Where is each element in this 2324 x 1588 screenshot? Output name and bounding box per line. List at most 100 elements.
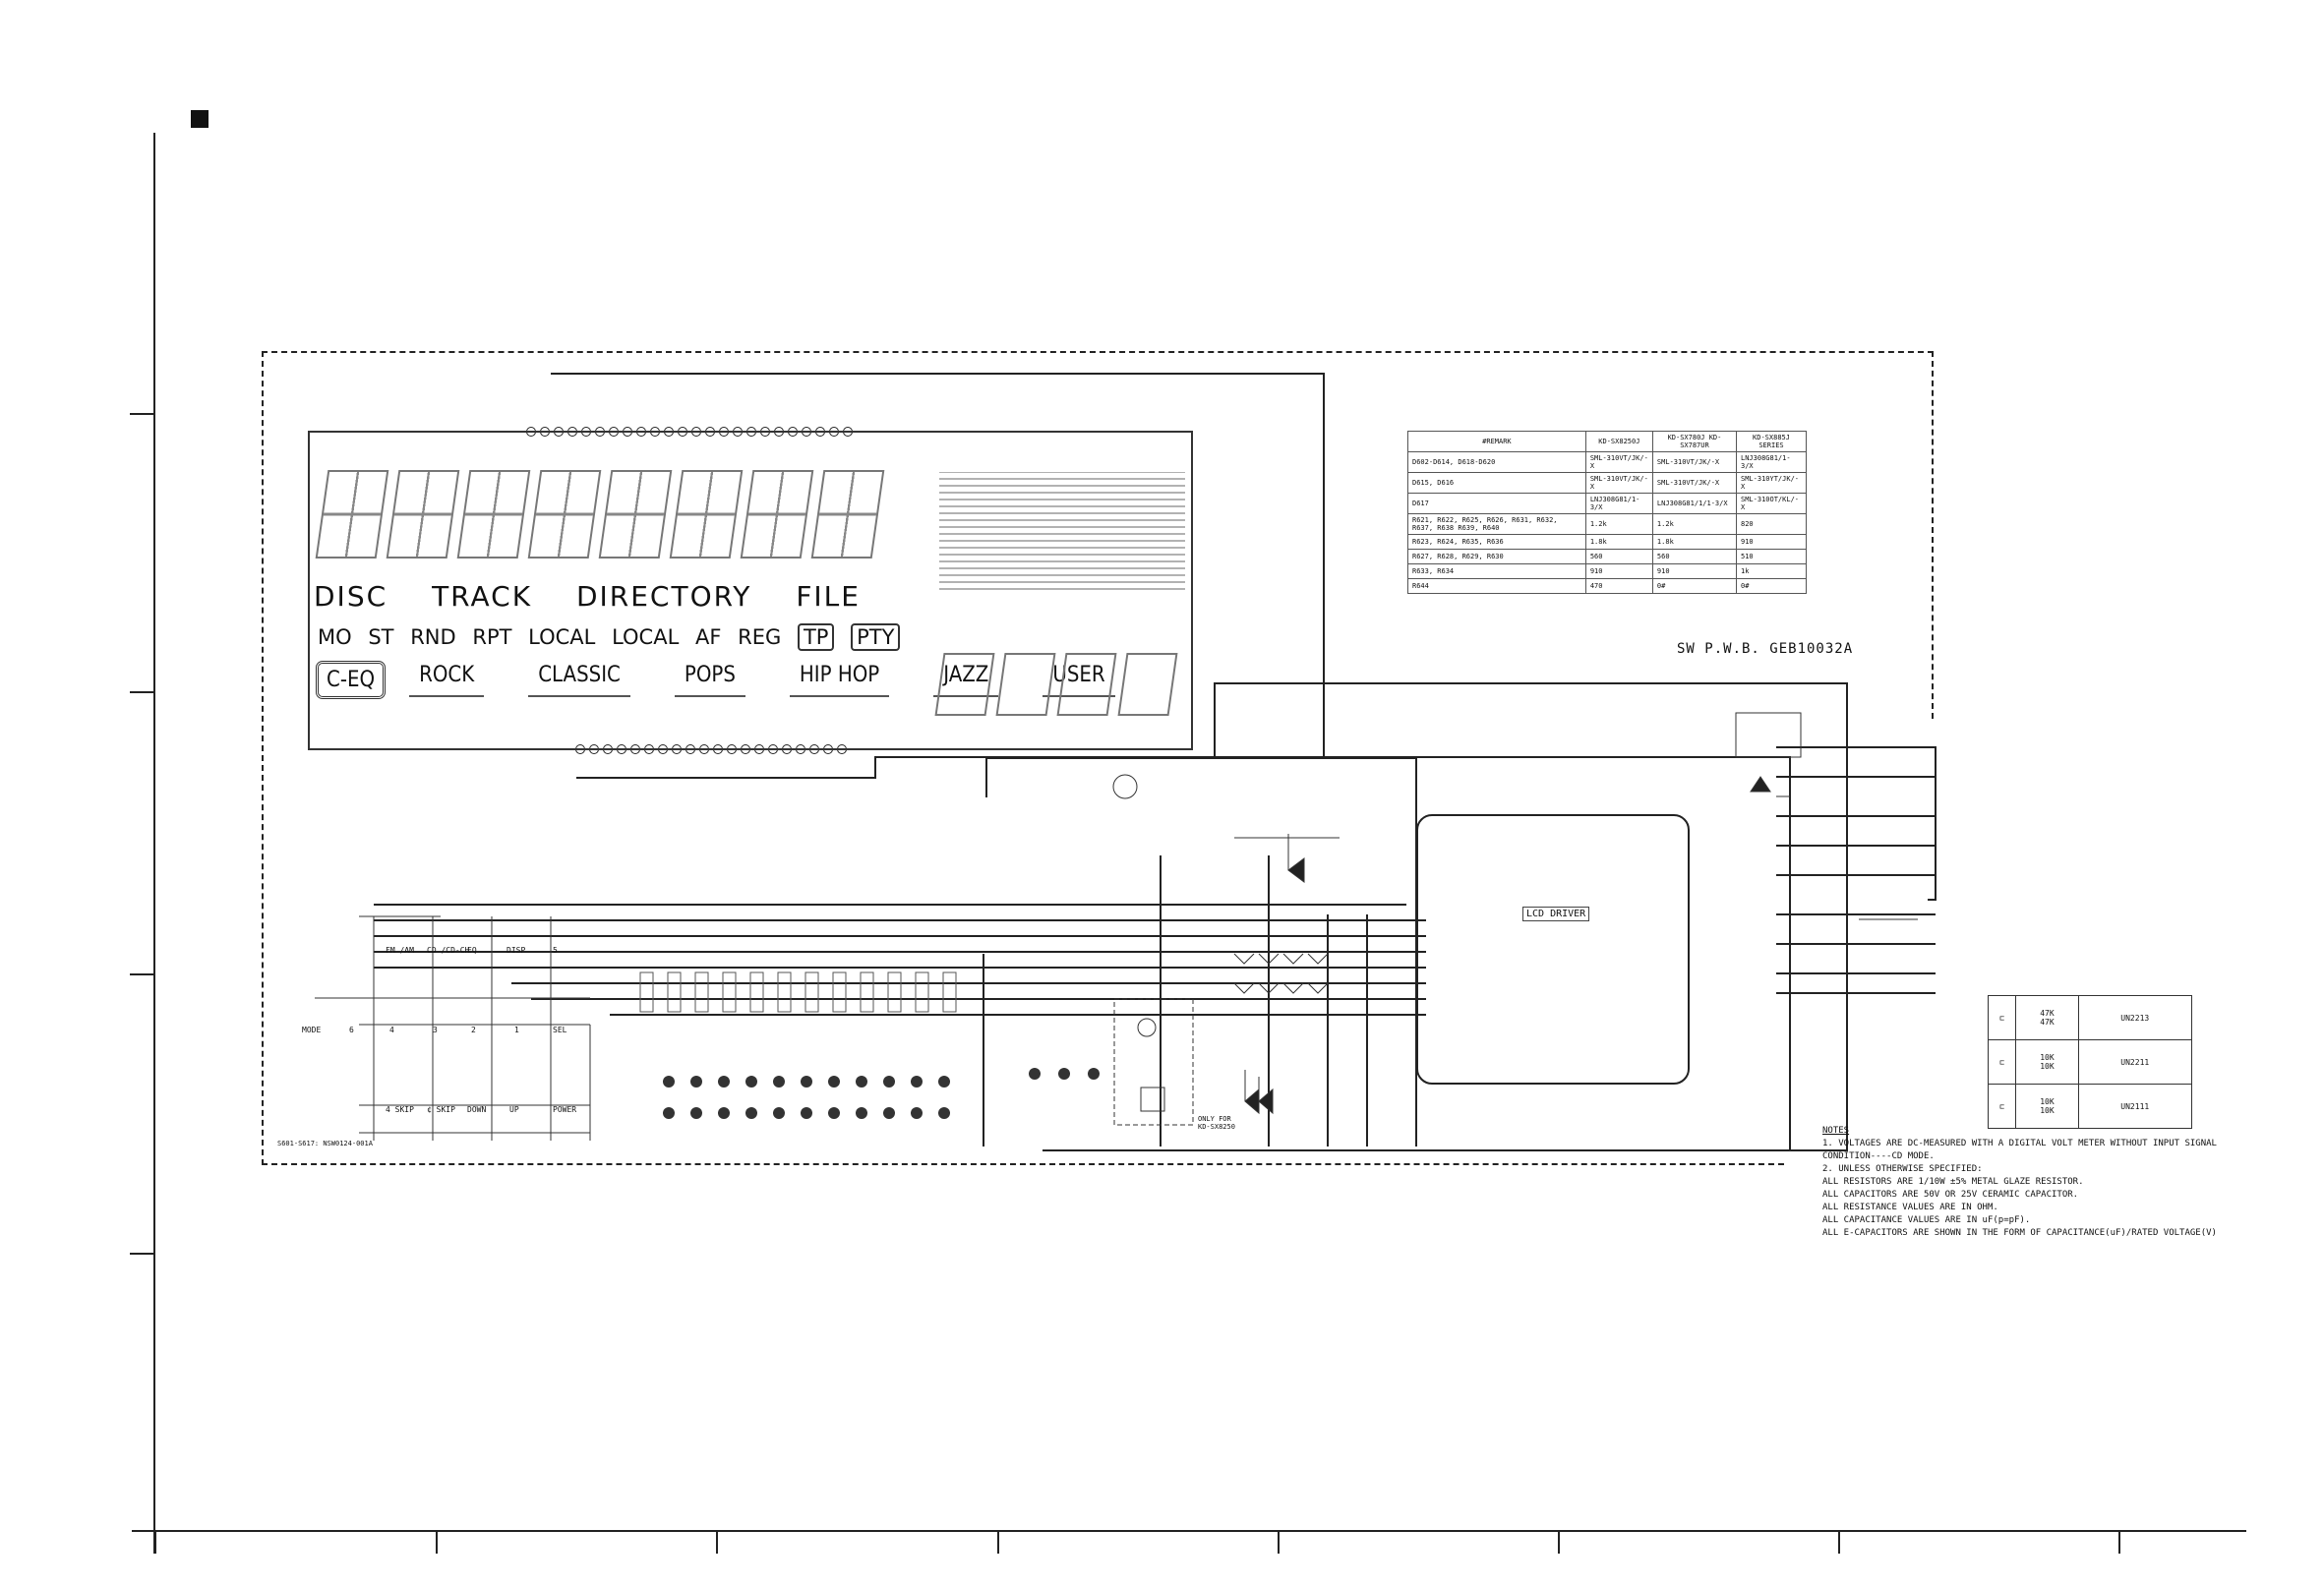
note-line: 2. UNLESS OTHERWISE SPECIFIED: — [1822, 1164, 1983, 1174]
file-label: FILE — [796, 580, 861, 613]
remark-cell: 1k — [1736, 563, 1807, 579]
switch-label-disp: DISP — [507, 946, 526, 955]
remark-header-row: #REMARK KD-SX8250J KD-SX780J KD-SX787UR … — [1407, 431, 1807, 452]
transistor-value: 10K — [2040, 1053, 2055, 1062]
note-line: CONDITION----CD MODE. — [1822, 1151, 1935, 1161]
lcd-small-digit — [1056, 653, 1117, 716]
remark-row: D615, D616 SML-310VT/JK/-X SML-310VT/JK/… — [1407, 472, 1807, 494]
remark-row: D602-D614, D618-D620 SML-310VT/JK/-X SML… — [1407, 451, 1807, 473]
transistor-value: 47K — [2040, 1009, 2055, 1018]
eq-rock: ROCK — [409, 663, 485, 697]
switch-label-sel: SEL — [553, 1026, 567, 1034]
switch-label-up: UP — [509, 1105, 519, 1114]
remark-cell: SML-310VT/JK/-X — [1584, 451, 1653, 473]
lcd-status-row: MO ST RND RPT LOCAL LOCAL AF REG TP PTY — [318, 623, 910, 651]
remark-cell: R633, R634 — [1407, 563, 1586, 579]
lcd-level-bars — [939, 472, 1185, 590]
remark-cell: D602-D614, D618-D620 — [1407, 451, 1586, 473]
status-tp: TP — [797, 623, 835, 651]
eq-hiphop: HIP HOP — [789, 663, 890, 697]
switch-label-down: DOWN — [467, 1105, 487, 1114]
bottom-ruler-tick — [1558, 1530, 1560, 1554]
drawing-frame-bottom — [132, 1530, 2246, 1532]
bottom-ruler-tick — [154, 1530, 156, 1554]
lcd-digit — [810, 470, 885, 559]
status-pty: PTY — [851, 623, 901, 651]
remark-cell: 470 — [1584, 578, 1653, 594]
transistor-symbol: ⊏ — [1987, 995, 2017, 1040]
switch-part-number: S601-S617: NSW0124-001A — [277, 1140, 373, 1147]
status-mo: MO — [318, 625, 352, 649]
remark-cell: 0# — [1736, 578, 1807, 594]
section-marker — [191, 110, 209, 128]
remark-cell: R627, R628, R629, R630 — [1407, 549, 1586, 564]
lcd-main-segments — [315, 470, 885, 559]
lcd-small-digit — [995, 653, 1056, 716]
transistor-value: 10K — [2040, 1097, 2055, 1106]
pcb-dashed-boundary-right — [1932, 351, 1934, 719]
bottom-ruler-tick — [997, 1530, 999, 1554]
remark-cell: R621, R622, R625, R626, R631, R632, R637… — [1407, 513, 1586, 535]
remark-row: R621, R622, R625, R626, R631, R632, R637… — [1407, 513, 1807, 535]
remark-cell: D615, D616 — [1407, 472, 1586, 494]
remark-header-cell: KD-SX780J KD-SX787UR — [1651, 431, 1738, 452]
status-local: LOCAL — [528, 625, 596, 649]
remark-cell: SML-310YT/JK/-X — [1736, 472, 1807, 494]
lcd-disc-labels: DISC TRACK DIRECTORY FILE — [314, 580, 894, 613]
lcd-digit — [456, 470, 531, 559]
transistor-part: UN2111 — [2077, 1084, 2192, 1129]
remark-cell: SML-310VT/JK/-X — [1584, 472, 1653, 494]
remark-cell: 910 — [1584, 563, 1653, 579]
remark-row: R644 470 0# 0# — [1407, 578, 1807, 594]
bottom-ruler-tick — [2118, 1530, 2120, 1554]
switch-label-5: 5 — [553, 946, 558, 955]
switch-label-mode: MODE — [302, 1026, 322, 1034]
remark-header-cell: #REMARK — [1407, 431, 1586, 452]
lcd-digit — [315, 470, 389, 559]
remark-cell: SML-310VT/JK/-X — [1651, 472, 1738, 494]
eq-classic: CLASSIC — [528, 663, 630, 697]
remark-cell: LNJ308G81/1-3/X — [1736, 451, 1807, 473]
note-line: ALL E-CAPACITORS ARE SHOWN IN THE FORM O… — [1822, 1228, 2217, 1238]
remark-cell: 1.8k — [1584, 534, 1653, 550]
remark-cell: 1.2k — [1584, 513, 1653, 535]
switch-label-1: 1 — [514, 1026, 519, 1034]
transistor-part: UN2213 — [2077, 995, 2192, 1040]
switch-label-cd-ch: CD /CD-CH — [427, 946, 470, 955]
lcd-digit — [386, 470, 460, 559]
lcd-driver-ic: LCD DRIVER — [1416, 814, 1690, 1085]
switch-label-6: 6 — [349, 1026, 354, 1034]
left-ruler-tick — [130, 413, 153, 415]
lcd-display-panel: DISC TRACK DIRECTORY FILE MO ST RND RPT … — [308, 431, 1193, 750]
remark-cell: 560 — [1584, 549, 1653, 564]
lcd-driver-label: LCD DRIVER — [1522, 907, 1590, 921]
status-st: ST — [368, 625, 394, 649]
status-local-alt: LOCAL — [612, 625, 680, 649]
remark-cell: 910 — [1651, 563, 1738, 579]
eq-user: USER — [1043, 663, 1115, 697]
remark-cell: LNJ308G81/1-3/X — [1584, 493, 1653, 514]
note-line: 1. VOLTAGES ARE DC-MEASURED WITH A DIGIT… — [1822, 1139, 2217, 1148]
lcd-small-digit — [934, 653, 995, 716]
switch-label-fm-am: FM /AM — [386, 946, 414, 955]
remark-cell: SML-310OT/KL/-X — [1736, 493, 1807, 514]
board-label: SW P.W.B. GEB10032A — [1677, 641, 1854, 657]
track-label: TRACK — [432, 580, 533, 613]
switch-label-2: 2 — [471, 1026, 476, 1034]
left-ruler-tick — [130, 1253, 153, 1255]
remark-cell: 910 — [1736, 534, 1807, 550]
remark-cell: R644 — [1407, 578, 1586, 594]
note-line: ALL RESISTORS ARE 1/10W ±5% METAL GLAZE … — [1822, 1177, 2084, 1187]
lcd-eq-row: C-EQ ROCK CLASSIC POPS HIP HOP JAZZ USER — [316, 661, 1160, 699]
bottom-ruler-tick — [1278, 1530, 1280, 1554]
switch-label-3: 3 — [433, 1026, 438, 1034]
directory-label: DIRECTORY — [575, 580, 752, 613]
pcb-dashed-boundary — [262, 351, 1934, 1165]
